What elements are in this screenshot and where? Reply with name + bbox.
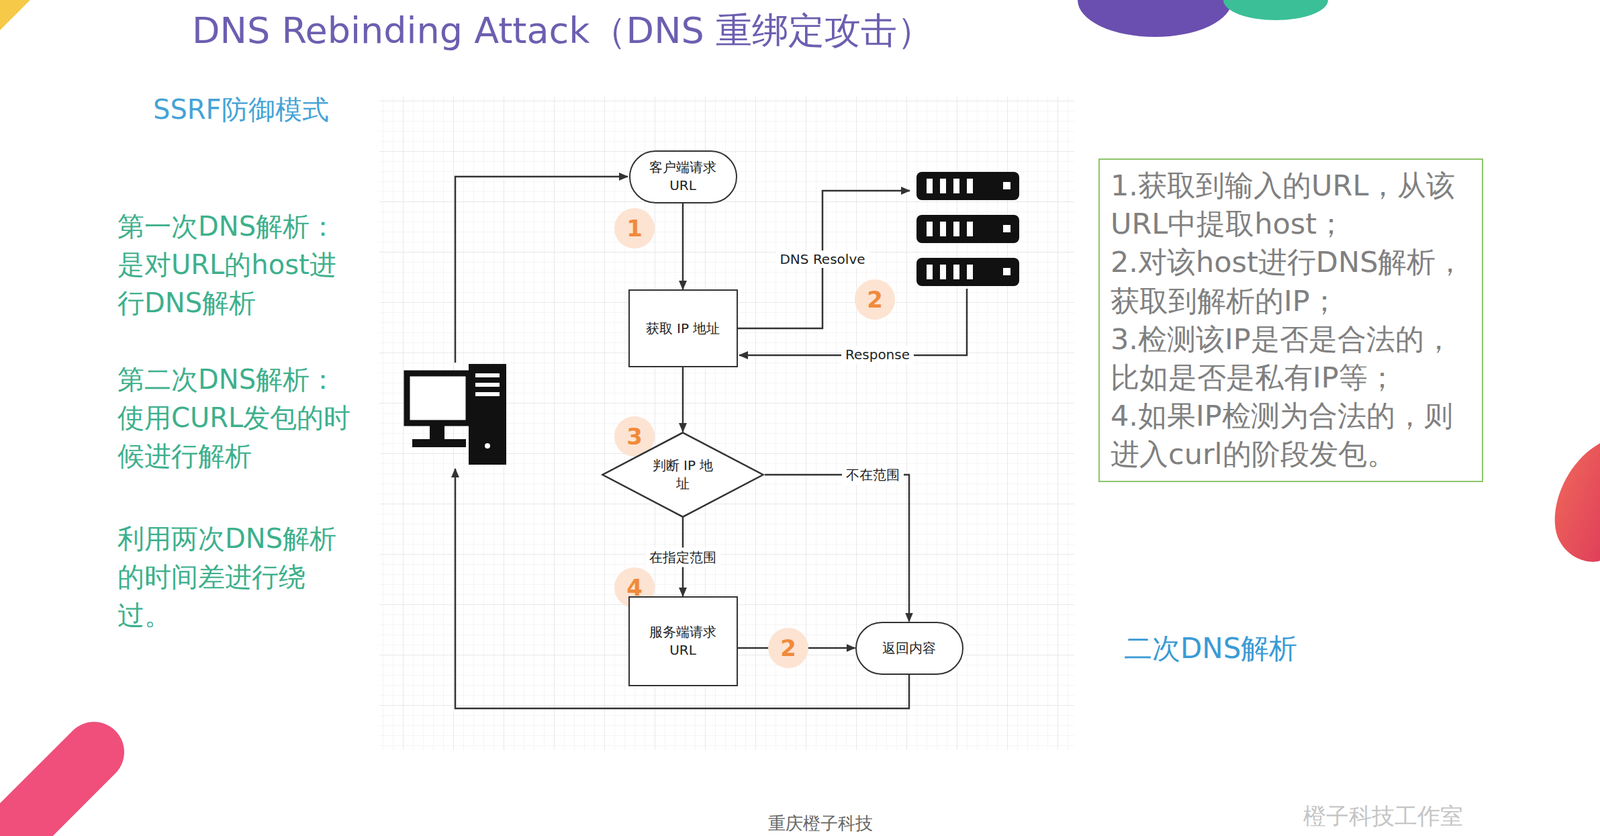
watermark: 橙子科技工作室 [1303,801,1464,832]
diamond-outline [600,431,765,518]
edge-note: DNS Resolve [775,250,869,268]
server-icon [916,171,1020,287]
process-box: 服务端请求 URL [628,596,738,687]
flow-arrow [682,367,685,432]
edge-label: 在指定范围 [645,547,721,567]
edge-note: Response [841,345,914,364]
callout-number: 2 [854,279,896,320]
callout-number: 2 [768,627,809,669]
terminal-box: 客户端请求 URL [629,150,738,204]
flow-arrow [764,474,910,622]
footer-text: 重庆橙子科技 [768,811,873,836]
steps-box: 1.获取到输入的URL，从该URL中提取host；2.对该host进行DNS解析… [1098,158,1484,483]
note-body: 利用两次DNS解析的时间差进行绕过。 [117,519,353,635]
edge-label: 不在范围 [841,465,904,485]
slide-title: DNS Rebinding Attack（DNS 重绑定攻击） [192,6,934,56]
wires [455,176,967,709]
node-text: 2.对该host进行DNS解析，获取到解析的IP； [1110,243,1472,320]
node-text: 获取 IP 地址 [645,319,721,338]
flow-arrow [682,203,685,291]
terminal-box: 返回内容 [855,621,964,675]
note-body: 使用CURL发包的时候进行解析 [117,398,353,476]
decision-diamond: 判断 IP 地址 [600,431,765,518]
node-text: 4.如果IP检测为合法的，则进入curl的阶段发包。 [1110,396,1472,474]
node-text: 3.检测该IP是否是合法的，比如是否是私有IP等； [1110,320,1472,397]
node-text: 1.获取到输入的URL，从该URL中提取host； [1110,166,1472,244]
pill-deco [20,751,94,826]
node-text: 客户端请求 URL [645,158,720,195]
blob-deco [1077,0,1233,37]
grid-background [379,96,1075,750]
note-heading: 第二次DNS解析： [117,360,337,399]
node-text: 判断 IP 地址 [645,456,720,493]
process-box: 获取 IP 地址 [628,289,738,368]
blob-deco [1555,443,1600,562]
note-heading: 第一次DNS解析： [117,207,337,246]
blob-deco [1223,0,1329,21]
note-body: 是对URL的host进行DNS解析 [117,245,353,323]
section-heading: SSRF防御模式 [153,91,329,129]
callout-number: 1 [614,208,655,249]
section-note: 二次DNS解析 [1123,629,1298,668]
node-text: 服务端请求 URL [645,623,720,660]
computer-icon [406,363,507,465]
node-text: 返回内容 [882,639,936,658]
corner-deco [0,0,31,31]
